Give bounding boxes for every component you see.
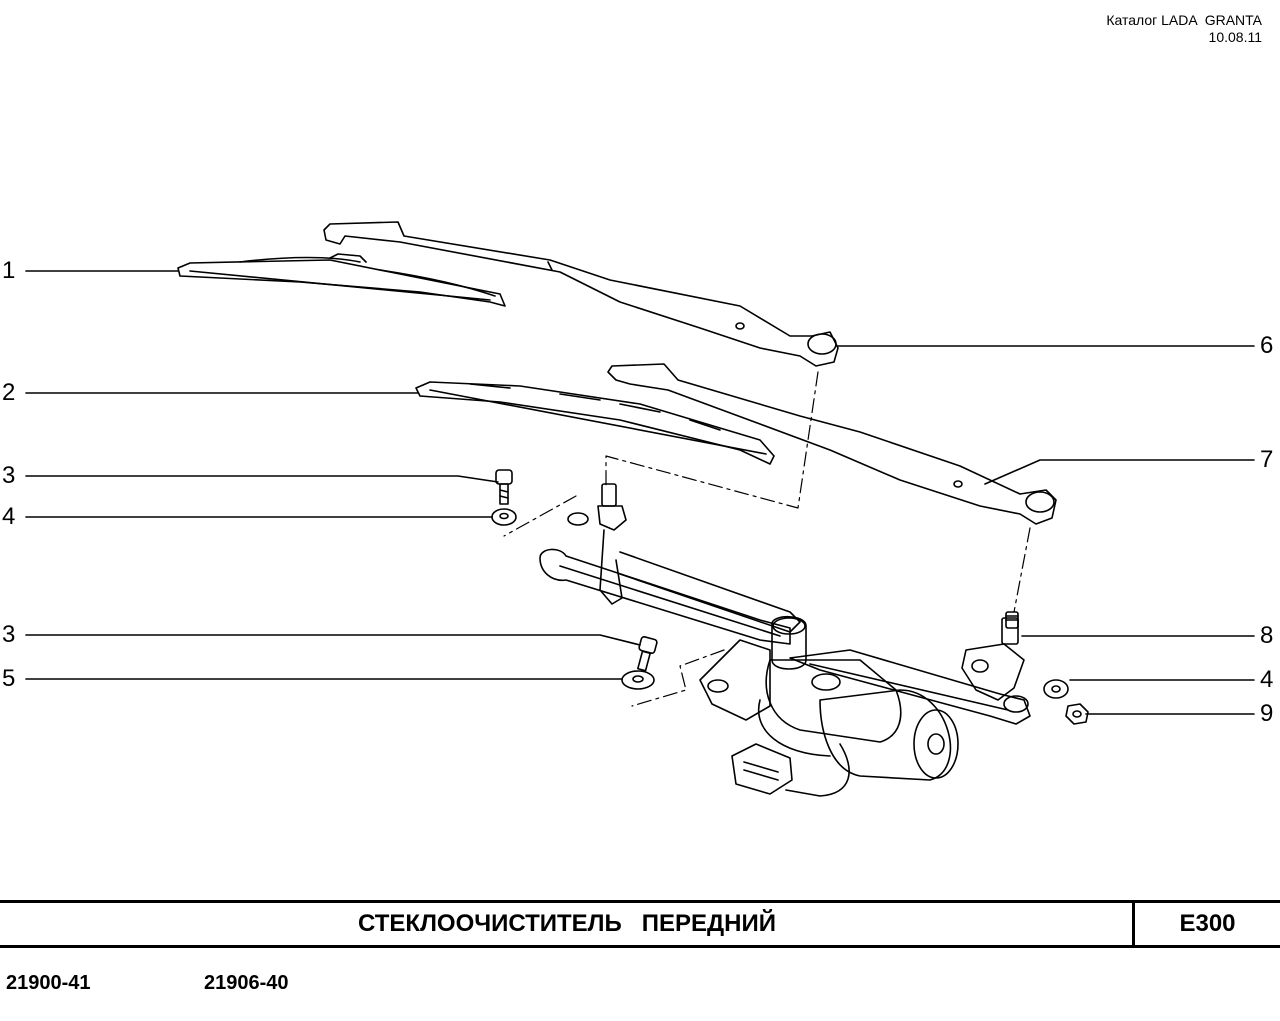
callout-left-2: 2 [2, 379, 16, 406]
model-code-1: 21900-41 [6, 972, 91, 994]
wiper-arm-7 [607, 363, 1057, 525]
leader-lines-right [837, 345, 1255, 715]
callout-right-4: 4 [1260, 666, 1274, 693]
wiper-linkage-frame [539, 483, 1031, 725]
callout-left-1: 1 [2, 257, 16, 284]
model-code-2: 21906-40 [204, 972, 289, 994]
assembly-lines [503, 371, 1031, 707]
washer-4-right [1043, 679, 1069, 699]
wiper-arm-6 [323, 221, 839, 367]
wiper-motor [757, 659, 959, 781]
callout-right-7: 7 [1260, 446, 1274, 473]
leader-lines-left [25, 270, 641, 680]
callout-left-3b: 3 [2, 621, 16, 648]
washer-4-upper [491, 508, 517, 526]
catalog-title: Каталог LADA GRANTA [1106, 12, 1262, 28]
wiper-blade-1 [177, 253, 506, 307]
wiper-blade-2 [415, 381, 775, 465]
screw-3-upper [495, 469, 513, 505]
nut-9 [1065, 703, 1089, 725]
pivot-spline-8 [1005, 611, 1019, 629]
catalog-header: Каталог LADA GRANTA 10.08.11 [1106, 12, 1262, 46]
callout-left-4: 4 [2, 503, 16, 530]
callout-left-5: 5 [2, 665, 16, 692]
washer-5-lower [621, 670, 655, 690]
exploded-parts-diagram [25, 221, 1255, 797]
motor-connector [731, 743, 850, 797]
section-code: E300 [1179, 910, 1236, 937]
callout-right-6: 6 [1260, 332, 1274, 359]
screw-3-lower [637, 636, 658, 672]
callout-left-3a: 3 [2, 462, 16, 489]
callout-right-8: 8 [1260, 622, 1274, 649]
page-title: СТЕКЛООЧИСТИТЕЛЬ ПЕРЕДНИЙ [358, 910, 776, 937]
callout-right-9: 9 [1260, 700, 1274, 727]
catalog-date: 10.08.11 [1208, 29, 1262, 45]
title-bar: СТЕКЛООЧИСТИТЕЛЬ ПЕРЕДНИЙ E300 [0, 900, 1280, 948]
title-divider [1132, 903, 1135, 945]
